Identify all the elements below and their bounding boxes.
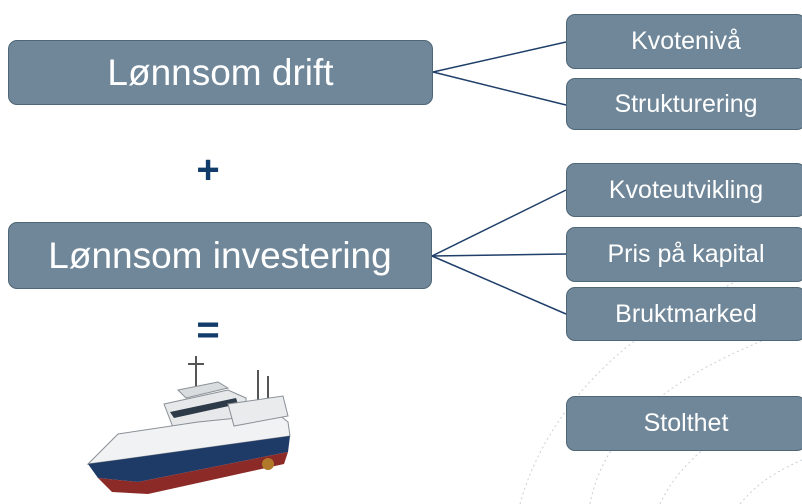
connector-investering-pris (431, 253, 567, 257)
main-box-label: Lønnsom drift (107, 51, 334, 93)
factor-kvoteutvikling: Kvoteutvikling (566, 163, 802, 217)
factor-pris-pa-kapital: Pris på kapital (566, 227, 802, 282)
factor-label: Strukturering (614, 89, 758, 118)
main-box-label: Lønnsom investering (48, 234, 392, 276)
connector-drift-kvoteniva (432, 41, 567, 73)
factor-label: Kvotenivå (631, 27, 741, 55)
factor-label: Stolthet (643, 409, 729, 437)
factor-label: Pris på kapital (607, 240, 765, 268)
equals-operator: = (196, 308, 220, 352)
factor-stolthet: Stolthet (566, 396, 802, 451)
connector-investering-kvoteutvikling (431, 189, 567, 257)
connector-drift-strukturering (432, 71, 567, 106)
factor-label: Kvoteutvikling (608, 175, 764, 204)
connector-investering-bruktmarked (431, 255, 567, 315)
fishing-vessel-image (86, 356, 291, 494)
main-box-lonnsom-investering: Lønnsom investering (8, 222, 432, 289)
factor-label: Bruktmarked (615, 299, 757, 328)
factor-kvoteniva: Kvotenivå (566, 14, 802, 69)
plus-operator: + (196, 148, 220, 192)
main-box-lonnsom-drift: Lønnsom drift (8, 40, 433, 105)
factor-strukturering: Strukturering (566, 78, 802, 130)
factor-bruktmarked: Bruktmarked (566, 287, 802, 341)
